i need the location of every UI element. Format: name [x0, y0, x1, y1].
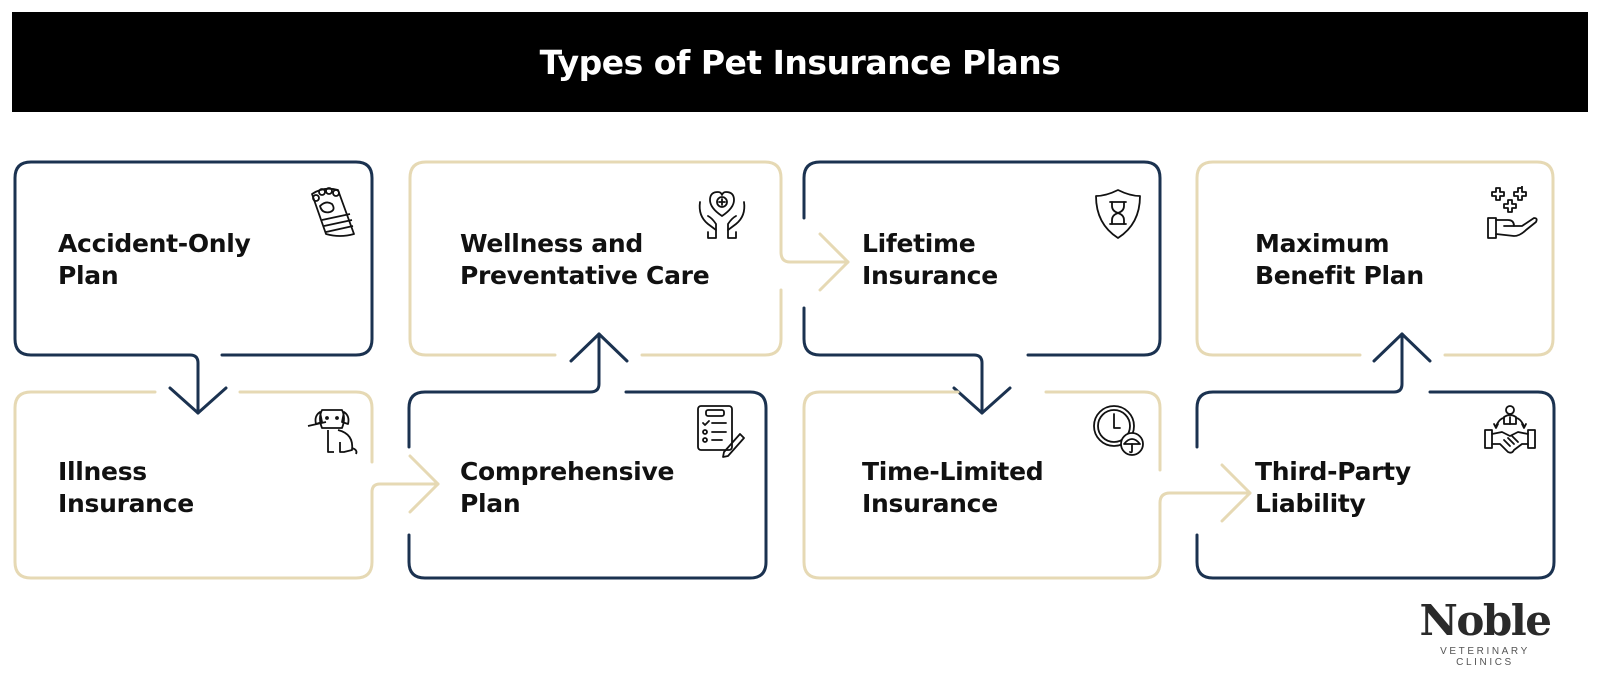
hands-holding-heart-icon [698, 191, 746, 239]
step-title-line1: Time-Limited [862, 457, 1044, 486]
clock-umbrella-icon [1093, 405, 1144, 456]
checklist-clipboard-pencil-icon [697, 405, 745, 458]
shield-hourglass-icon [1095, 189, 1141, 239]
arrowhead-down-1 [168, 386, 228, 415]
page-title: Types of Pet Insurance Plans [539, 42, 1061, 82]
step-label-accident-only: Accident-Only Plan [58, 228, 251, 292]
step-label-comprehensive: Comprehensive Plan [460, 456, 674, 520]
step-title-line1: Accident-Only [58, 229, 251, 258]
arrowhead-up-3 [569, 332, 629, 363]
step-title-line1: Third-Party [1255, 457, 1411, 486]
connector-2-to-3 [370, 482, 440, 507]
box-time-limited-outline [802, 390, 1252, 580]
arrowhead-down-5 [952, 386, 1012, 415]
step-label-illness: Illness Insurance [58, 456, 194, 520]
step-title-line1: Comprehensive [460, 457, 675, 486]
step-title-line2: Plan [58, 261, 119, 290]
arrowhead-up-7 [1372, 332, 1432, 363]
step-title-line2: Insurance [862, 489, 998, 518]
step-title-line2: Preventative Care [460, 261, 710, 290]
step-label-time-limited: Time-Limited Insurance [862, 456, 1044, 520]
connector-1-to-2 [153, 353, 200, 415]
step-title-line1: Lifetime [862, 229, 976, 258]
box-maximum-benefit-outline [1195, 160, 1555, 357]
box-comprehensive-outline [407, 332, 768, 580]
hand-sparkles-icon [1487, 186, 1538, 239]
step-title-line2: Liability [1255, 489, 1366, 518]
step-title-line2: Insurance [862, 261, 998, 290]
bandaged-paw-icon [311, 187, 355, 237]
box-wellness-outline [408, 160, 850, 357]
step-title-line1: Wellness and [460, 229, 643, 258]
step-label-wellness: Wellness and Preventative Care [460, 228, 710, 292]
arrowhead-right-6 [1220, 463, 1252, 523]
step-label-third-party: Third-Party Liability [1255, 456, 1411, 520]
noble-veterinary-logo: Noble VETERINARY CLINICS [1410, 596, 1560, 669]
arrowhead-right-2 [408, 454, 440, 514]
box-illness-outline [13, 390, 440, 580]
sick-dog-thermometer-icon [307, 409, 358, 455]
step-title-line1: Maximum [1255, 229, 1390, 258]
step-title-line2: Plan [460, 489, 521, 518]
box-lifetime-outline [802, 160, 1162, 415]
step-label-lifetime: Lifetime Insurance [862, 228, 998, 292]
logo-tagline: VETERINARY CLINICS [1440, 646, 1530, 668]
box-third-party-outline [1195, 332, 1556, 580]
box-accident-only-outline [13, 160, 374, 415]
logo-wordmark: Noble [1419, 596, 1552, 645]
arrowhead-right-4 [818, 232, 850, 292]
step-title-line2: Benefit Plan [1255, 261, 1424, 290]
step-title-line1: Illness [58, 457, 147, 486]
title-banner: Types of Pet Insurance Plans [12, 12, 1588, 112]
step-title-line2: Insurance [58, 489, 194, 518]
step-label-maximum-benefit: Maximum Benefit Plan [1255, 228, 1424, 292]
handshake-person-icon [1484, 405, 1536, 454]
